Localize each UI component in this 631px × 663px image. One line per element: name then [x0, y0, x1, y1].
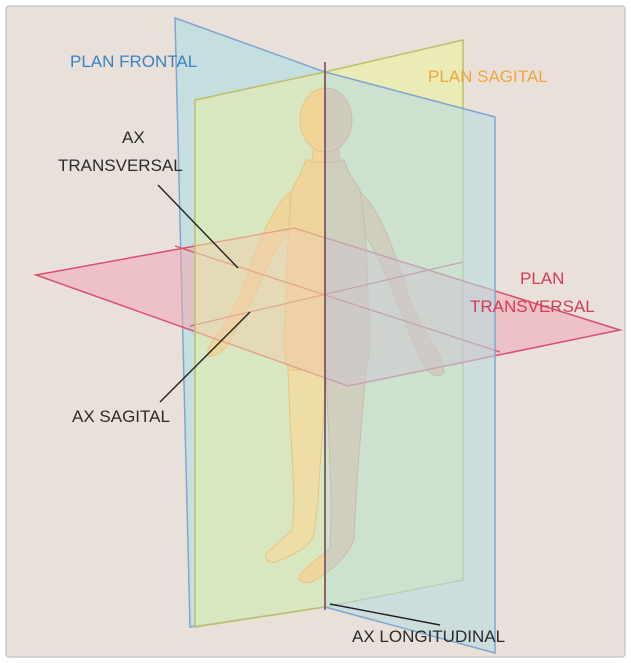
label-plan-frontal: PLAN FRONTAL — [70, 51, 197, 72]
frontal-plane-front — [325, 72, 495, 653]
label-ax-longitudinal: AX LONGITUDINAL — [352, 626, 505, 647]
sagittal-plane-front — [195, 72, 325, 627]
label-ax-transversal-line2: TRANSVERSAL — [58, 155, 183, 176]
label-ax-transversal-line1: AX — [122, 127, 145, 148]
label-ax-sagital: AX SAGITAL — [72, 406, 170, 427]
label-plan-sagital: PLAN SAGITAL — [428, 66, 548, 87]
label-plan-transversal-line1: PLAN — [520, 268, 564, 289]
label-plan-transversal-line2: TRANSVERSAL — [470, 296, 595, 317]
